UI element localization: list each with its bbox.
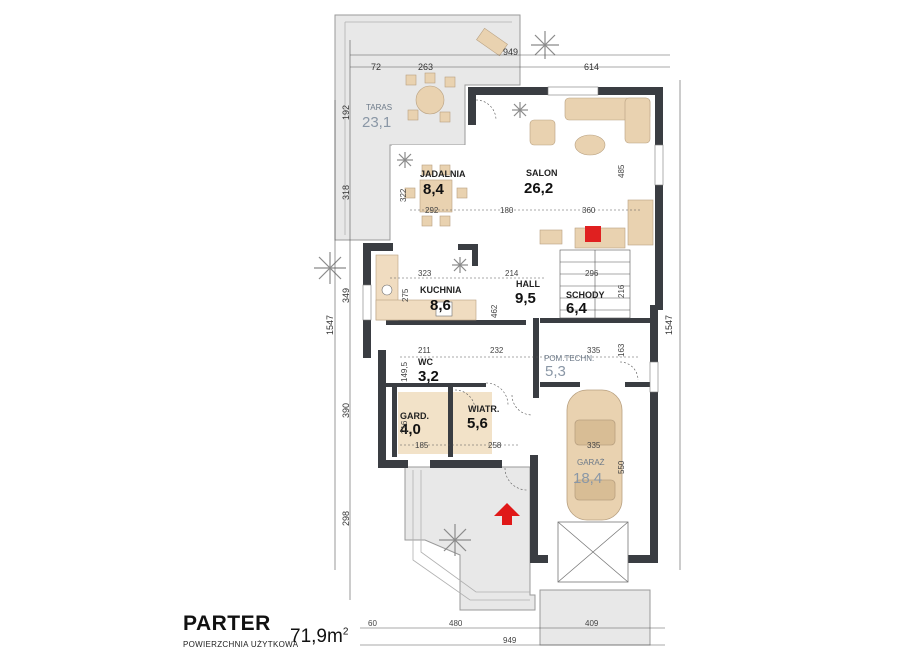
entrance-terrace (404, 466, 651, 646)
room-name-schody: SCHODY (566, 290, 605, 300)
dim-462: 462 (490, 304, 499, 318)
door-swings (454, 99, 639, 491)
dim-216b: 216 (400, 420, 409, 434)
dim-485: 485 (617, 164, 626, 178)
dim-left-298: 298 (341, 511, 351, 526)
room-name-garaz: GARAŻ (577, 458, 605, 467)
room-name-jadalnia: JADALNIA (420, 169, 466, 179)
dim-bottom-409: 409 (585, 619, 599, 628)
total-area-value: 71,9m (290, 626, 343, 647)
terrace-table (405, 27, 508, 123)
dim-232: 232 (490, 346, 504, 355)
dim-bottom-total: 949 (503, 636, 517, 645)
fireplace-icon (585, 226, 601, 242)
dim-right-total: 1547 (664, 315, 674, 335)
dim-top-mid: 263 (418, 62, 433, 72)
dim-bottom-480: 480 (449, 619, 463, 628)
dim-323: 323 (418, 269, 432, 278)
dimension-labels: 949 72 263 614 1547 1547 192 318 349 390… (325, 47, 674, 645)
room-area-schody: 6,4 (566, 300, 588, 317)
floor-subtitle: POWIERZCHNIA UŻYTKOWA (183, 640, 299, 649)
room-area-salon: 26,2 (524, 180, 553, 197)
room-name-wc: WC (418, 357, 433, 367)
dim-top-total: 949 (503, 47, 518, 57)
entrance-arrow-icon (494, 503, 520, 525)
car-icon (566, 389, 623, 521)
room-area-hall: 9,5 (515, 290, 536, 307)
dim-335b: 335 (587, 441, 601, 450)
dim-left-349: 349 (341, 288, 351, 303)
dim-top-left: 72 (371, 62, 381, 72)
room-name-taras: TARAS (366, 103, 392, 112)
kitchen-counters (375, 254, 477, 321)
room-name-gard: GARD. (400, 411, 429, 421)
dim-163: 163 (617, 343, 626, 357)
plant-icons (314, 31, 559, 556)
dim-258: 258 (488, 441, 502, 450)
salon-furniture (529, 97, 654, 249)
room-name-kuchnia: KUCHNIA (420, 285, 462, 295)
dim-360: 360 (582, 206, 596, 215)
dim-left-390: 390 (341, 403, 351, 418)
room-name-salon: SALON (526, 168, 558, 178)
room-area-jadalnia: 8,4 (423, 181, 445, 198)
room-area-gard: 4,0 (400, 421, 421, 438)
room-area-wc: 3,2 (418, 368, 439, 385)
dim-214: 214 (505, 269, 519, 278)
dining-table (404, 164, 468, 227)
dim-216a: 216 (617, 284, 626, 298)
dim-292: 292 (425, 206, 439, 215)
dim-left-318: 318 (341, 185, 351, 200)
room-area-kuchnia: 8,6 (430, 297, 451, 314)
room-name-wiatr: WIATR. (468, 404, 499, 414)
dim-275: 275 (401, 288, 410, 302)
floor-title: PARTER (183, 612, 271, 635)
dim-180: 180 (500, 206, 514, 215)
windows (362, 86, 664, 393)
dim-335a: 335 (587, 346, 601, 355)
area-unit-superscript: 2 (342, 626, 349, 638)
staircase (559, 249, 631, 319)
dim-1495: 149,5 (400, 361, 409, 382)
room-area-wiatr: 5,6 (467, 415, 488, 432)
floor-total-area: 71,9m2 (290, 626, 348, 648)
dim-296: 296 (585, 269, 599, 278)
room-area-taras: 23,1 (362, 114, 391, 131)
dim-left-total: 1547 (325, 315, 335, 335)
room-area-garaz: 18,4 (573, 470, 602, 487)
dimension-lines (334, 40, 681, 646)
dim-211: 211 (418, 346, 431, 355)
garage-door (557, 521, 629, 583)
dim-top-right: 614 (584, 62, 599, 72)
dim-left-192: 192 (341, 105, 351, 120)
dim-550: 550 (617, 460, 626, 474)
room-name-pomtech: POM.TECHN. (544, 354, 594, 363)
dim-bottom-60: 60 (368, 619, 377, 628)
room-area-pomtech: 5,3 (545, 363, 566, 380)
room-name-hall: HALL (516, 279, 540, 289)
dim-185: 185 (415, 441, 429, 450)
room-labels: TARAS 23,1 JADALNIA 8,4 SALON 26,2 KUCHN… (362, 103, 605, 487)
dim-322: 322 (399, 188, 408, 202)
